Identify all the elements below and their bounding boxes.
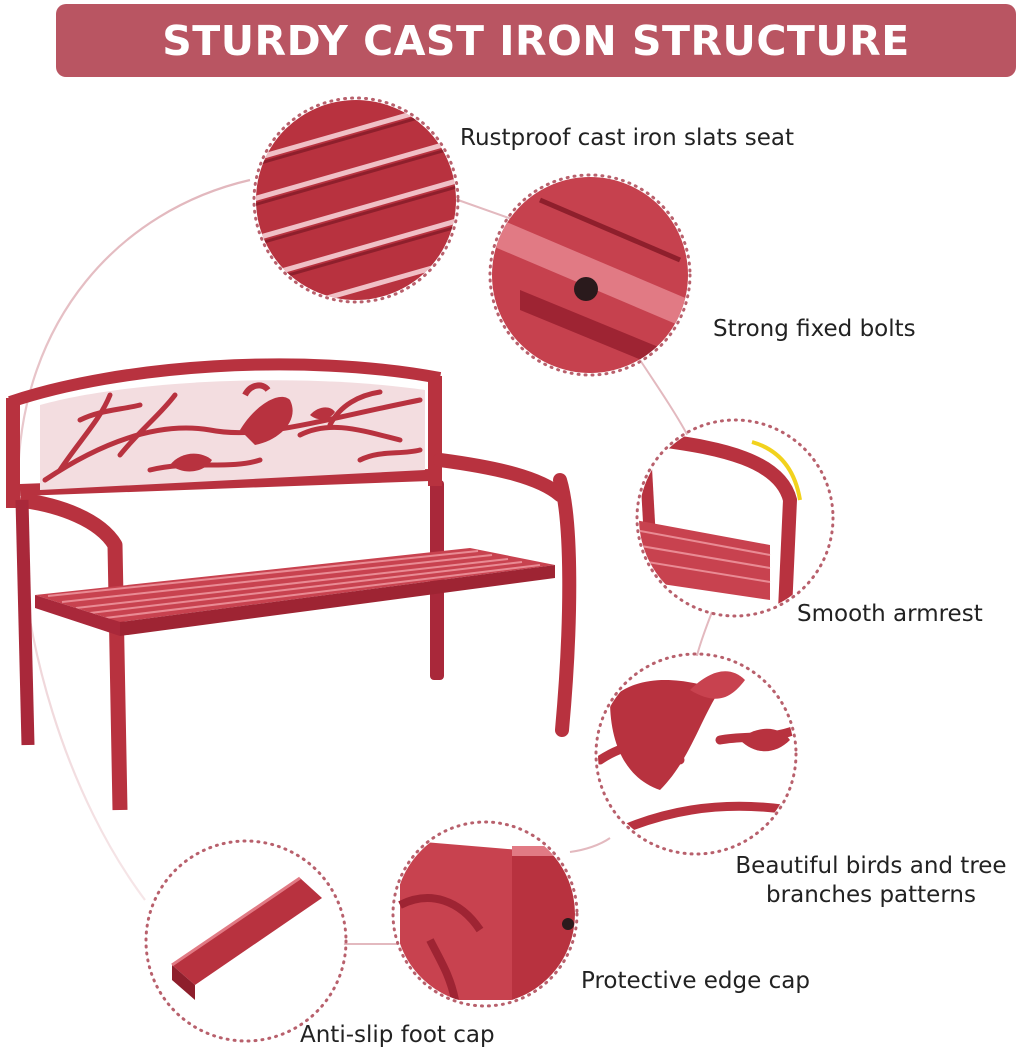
detail-edge-cap-circle: [391, 820, 579, 1008]
label-slats-seat: Rustproof cast iron slats seat: [460, 125, 795, 151]
label-birds-line1: Beautiful birds and tree: [735, 853, 1007, 879]
detail-armrest-circle: [635, 418, 835, 618]
bench-main-image: [6, 358, 577, 811]
label-smooth-armrest: Smooth armrest: [797, 601, 983, 627]
label-birds-line2: branches patterns: [766, 882, 976, 908]
label-edge-cap: Protective edge cap: [581, 968, 810, 994]
banner-title: STURDY CAST IRON STRUCTURE: [162, 16, 910, 65]
detail-bolts-circle: [488, 173, 692, 377]
label-birds-patterns: Beautiful birds and tree branches patter…: [720, 852, 1022, 910]
label-foot-cap: Anti-slip foot cap: [300, 1022, 495, 1048]
detail-slats-circle: [252, 96, 460, 304]
detail-foot-cap-circle: [144, 839, 348, 1043]
title-banner: STURDY CAST IRON STRUCTURE: [56, 4, 1016, 77]
detail-birds-circle: [594, 652, 798, 856]
label-fixed-bolts: Strong fixed bolts: [713, 316, 916, 342]
